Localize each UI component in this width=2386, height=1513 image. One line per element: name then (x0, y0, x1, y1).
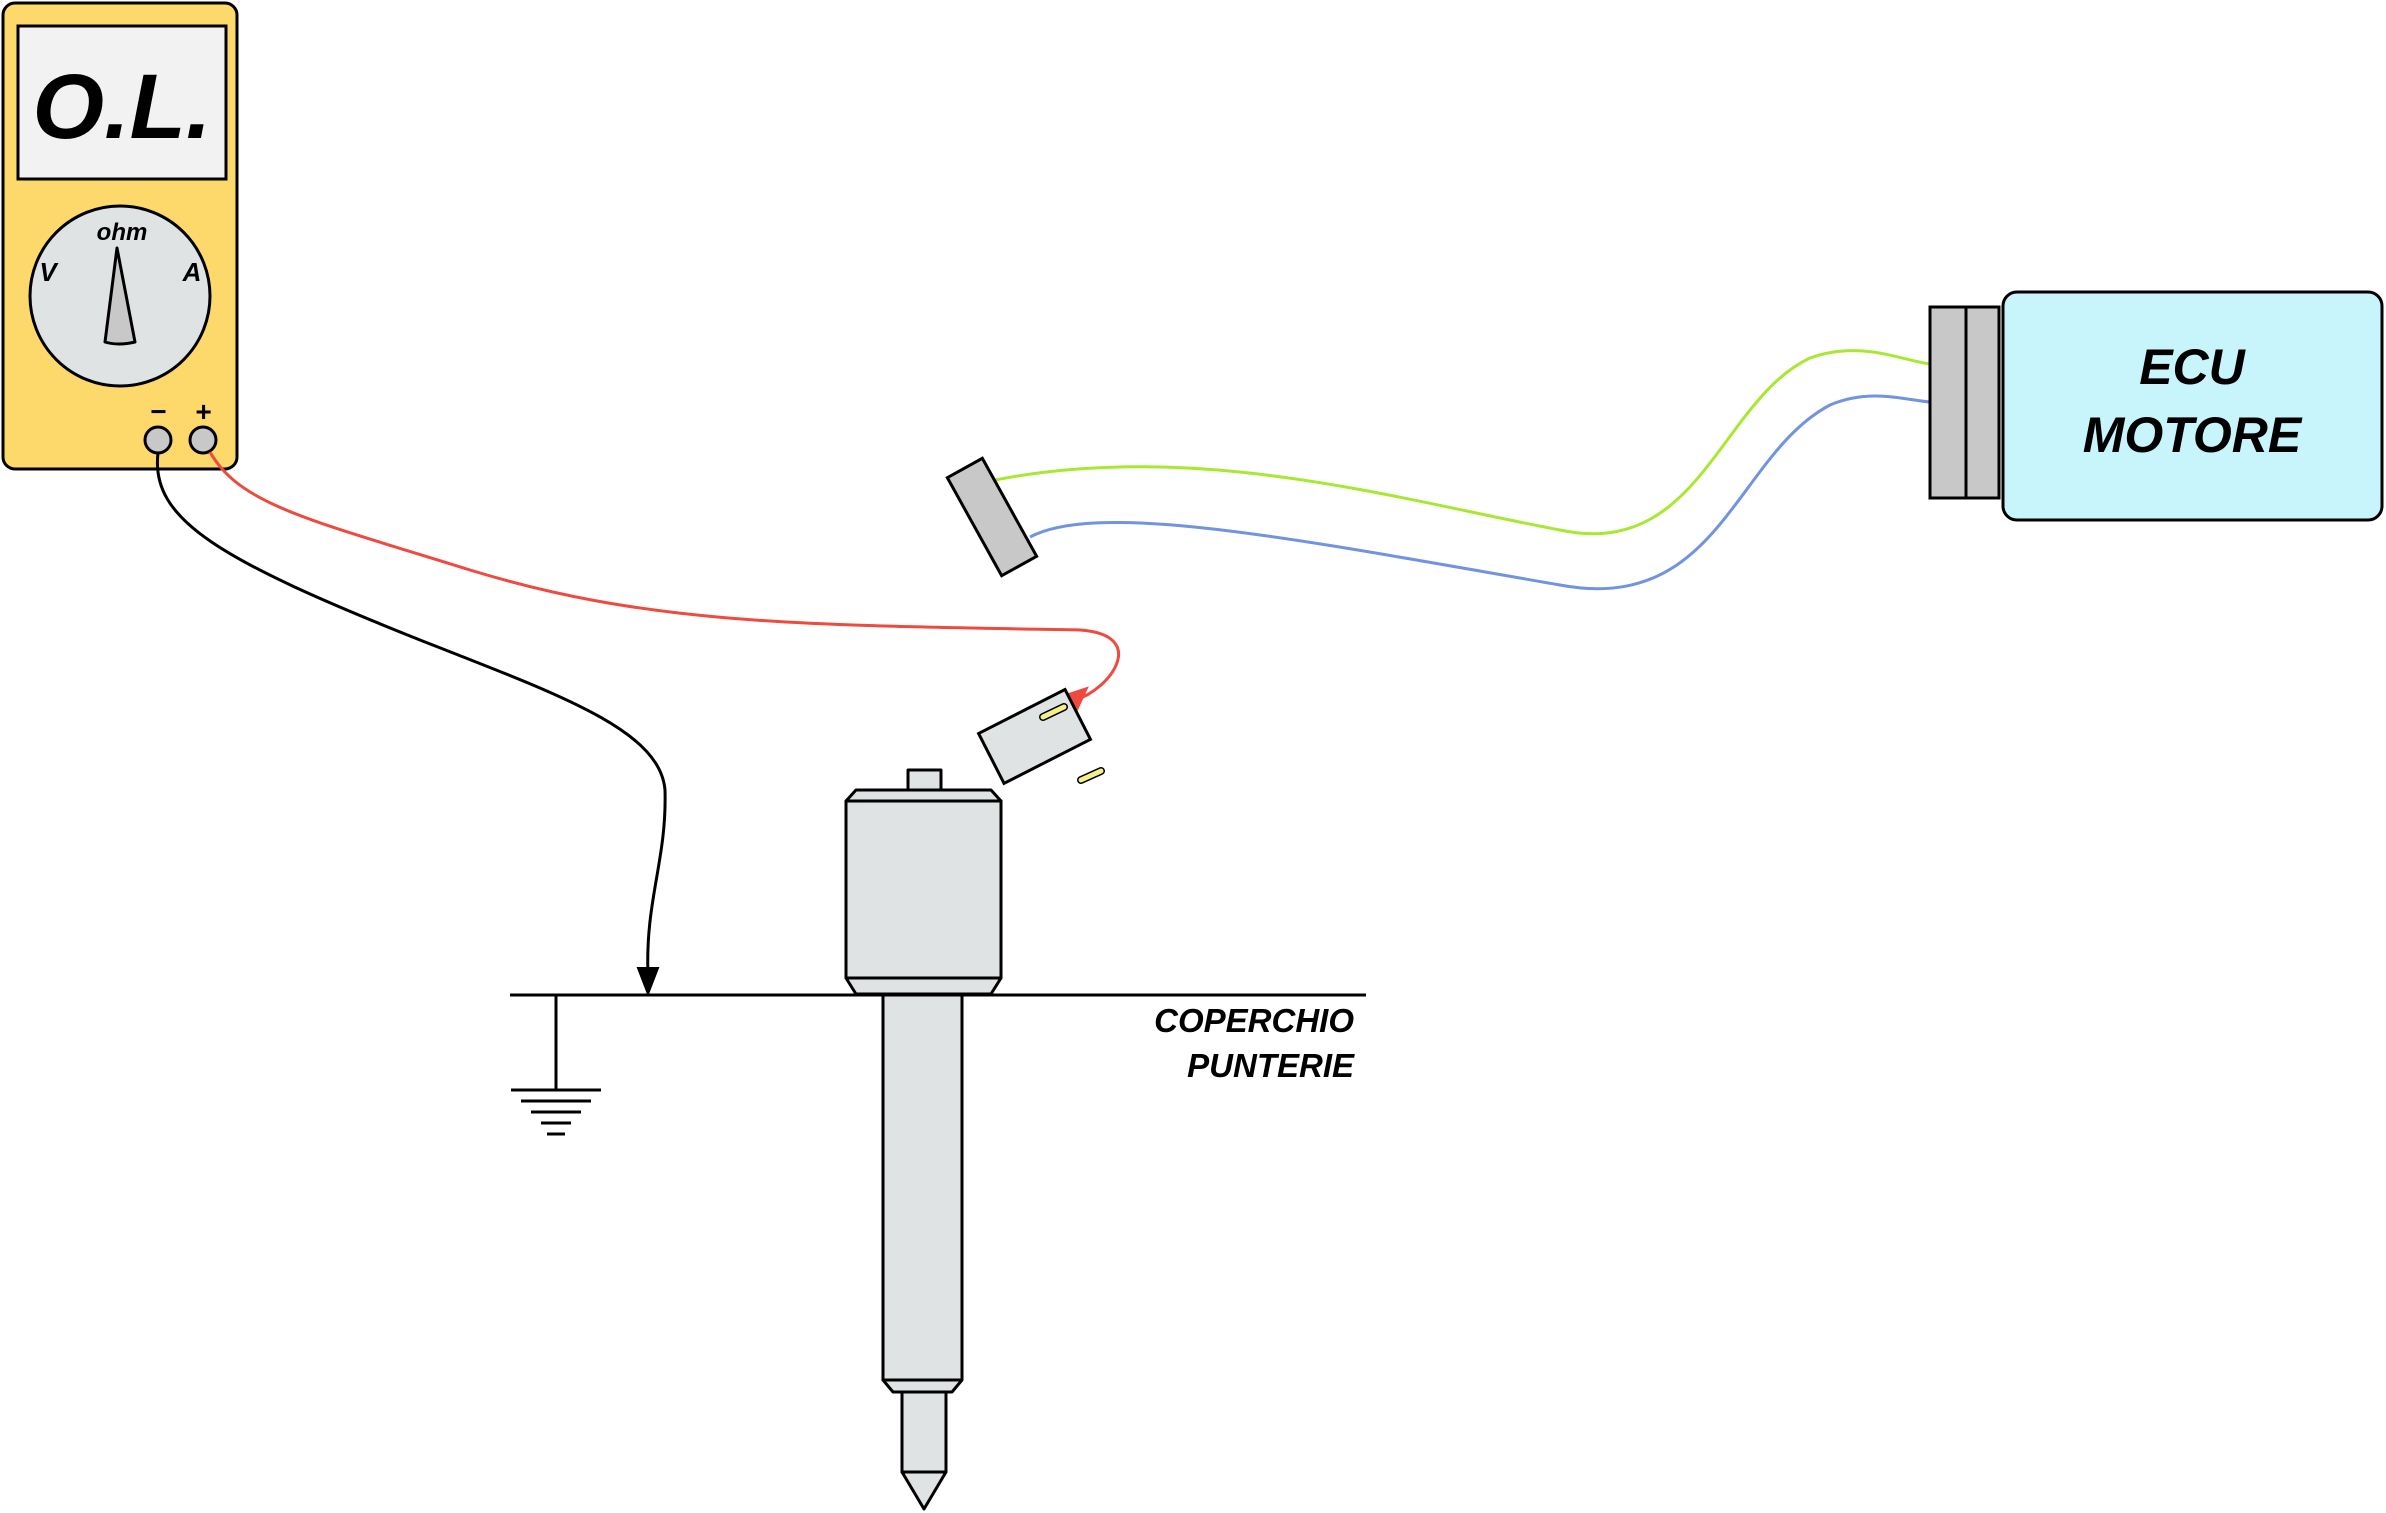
unplugged-harness-connector (945, 456, 1039, 578)
injector-nozzle-tip (900, 1470, 948, 1511)
injector (844, 687, 1105, 1511)
ecu-wire-blue (1029, 394, 1931, 591)
black-probe-arrowhead (636, 967, 660, 997)
ecu-label-line1: ECU (2139, 339, 2246, 395)
cover-label-line2: PUNTERIE (1187, 1047, 1355, 1084)
ecu-wire-green (994, 349, 1931, 536)
multimeter-reading: O.L. (33, 56, 212, 158)
injector-nozzle (900, 1390, 948, 1474)
injector-body (844, 799, 1003, 980)
valve-cover: COPERCHIO PUNTERIE (510, 993, 1366, 1136)
injector-shaft (881, 993, 964, 1382)
terminal-plus-label: + (195, 396, 211, 427)
multimeter-display (16, 24, 228, 181)
injector-top-nub (906, 768, 943, 792)
terminal-minus-jack[interactable] (143, 425, 173, 455)
red-probe-lead (208, 451, 1120, 702)
dial-pointer (103, 246, 137, 346)
dial-label-v: V (39, 257, 59, 287)
ecu-label-line2: MOTORE (2083, 407, 2303, 463)
ground-icon (511, 1088, 601, 1136)
terminal-minus-label: − (150, 396, 166, 427)
dial-label-a: A (182, 257, 202, 287)
ecu-body (2001, 290, 2384, 522)
injector-body-top-chamfer (844, 788, 1003, 803)
injector-pins (1039, 703, 1105, 784)
black-probe-lead (155, 452, 667, 976)
multimeter: O.L. ohm V A − + (1, 1, 239, 471)
dial-label-ohm: ohm (97, 219, 148, 246)
injector-body-bottom-chamfer (844, 976, 1003, 996)
ecu-unit: ECU MOTORE (1928, 290, 2384, 522)
injector-connector-housing (976, 687, 1093, 786)
injector-shaft-taper (881, 1378, 964, 1394)
terminal-plus-jack[interactable] (188, 425, 218, 455)
cover-label-line1: COPERCHIO (1154, 1002, 1354, 1039)
